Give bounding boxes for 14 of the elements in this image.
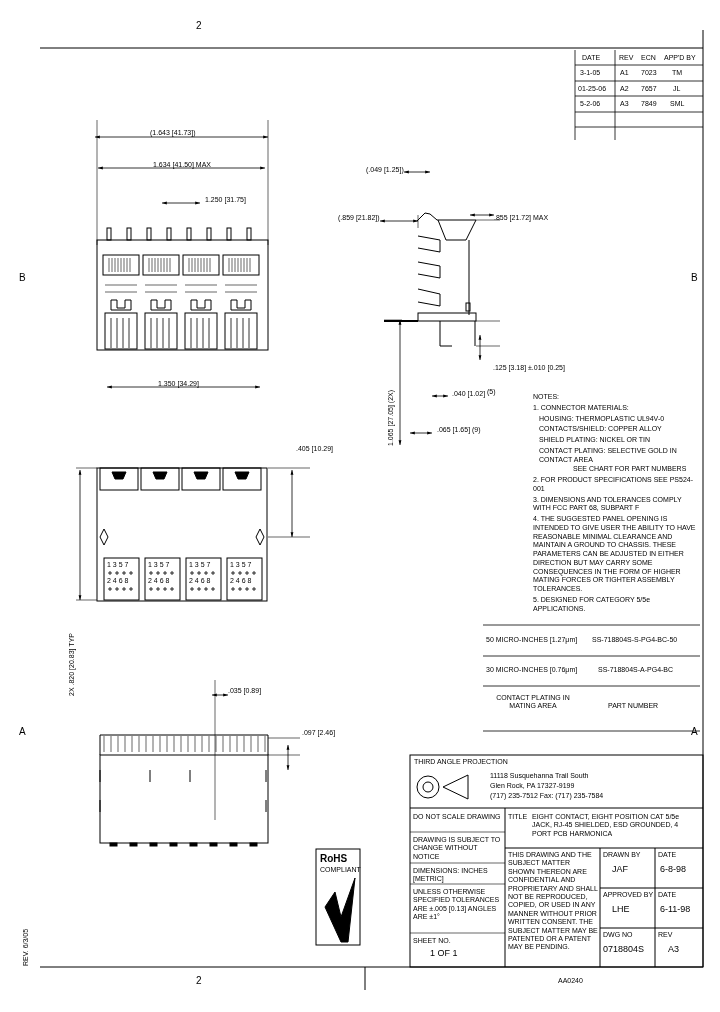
- rohs-mark-text: RoHS: [320, 853, 348, 865]
- zone-letter: 2: [196, 20, 202, 32]
- field-value: JAF: [612, 864, 628, 875]
- field-value: LHE: [612, 904, 630, 915]
- zone-letter: A: [691, 726, 698, 738]
- field-value: 0718804S: [603, 944, 645, 955]
- field-value: 6-11-98: [660, 904, 691, 915]
- zone-letter: B: [691, 272, 698, 284]
- sheet-number: 1 OF 1: [430, 948, 458, 959]
- zone-letter: A: [19, 726, 26, 738]
- zone-letter: B: [19, 272, 26, 284]
- zone-letter: 2: [196, 975, 202, 987]
- field-value: A3: [668, 944, 679, 955]
- field-value: 6-8-98: [660, 864, 686, 875]
